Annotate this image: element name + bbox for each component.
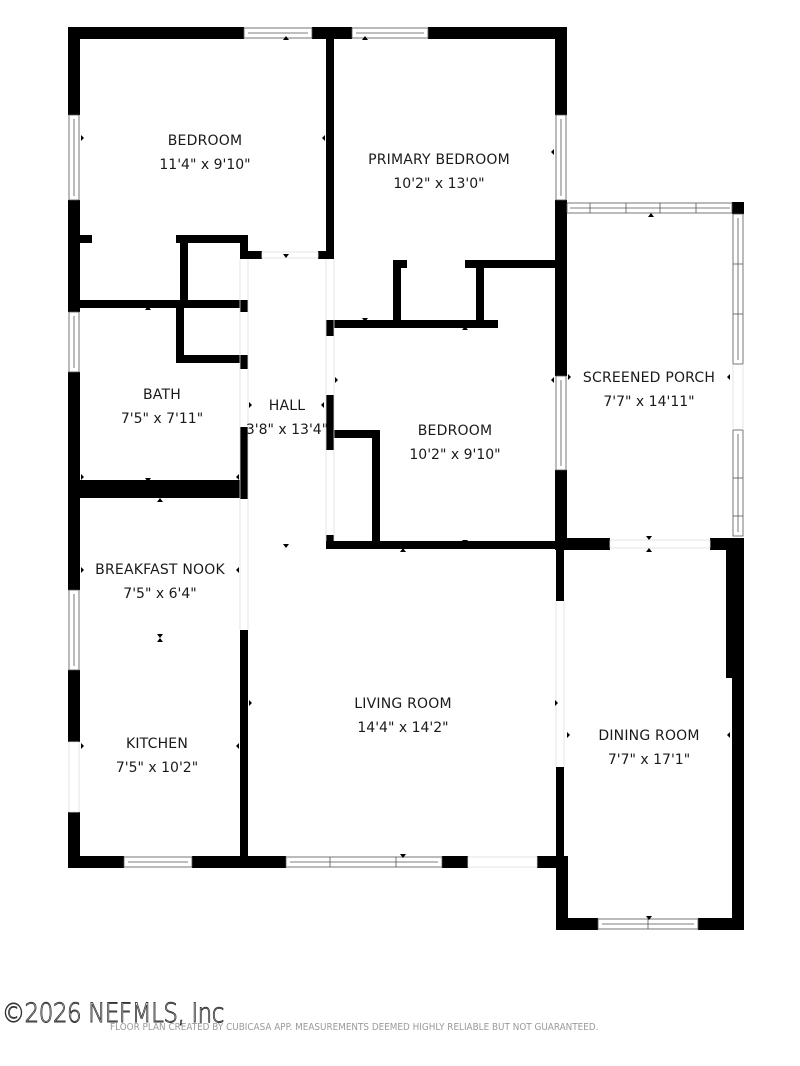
room-dimensions: 3'8" x 13'4": [245, 422, 329, 438]
room-label-dining-room: DINING ROOM 7'7" x 17'1": [598, 724, 699, 772]
room-name: KITCHEN: [125, 736, 189, 752]
room-dimensions: 10'2" x 9'10": [409, 447, 501, 463]
room-dimensions: 7'5" x 10'2": [115, 760, 199, 776]
room-name: BATH: [143, 387, 181, 403]
room-label-primary-bedroom: PRIMARY BEDROOM 10'2" x 13'0": [368, 148, 510, 196]
room-dimensions: 11'4" x 9'10": [159, 157, 251, 173]
room-label-living-room: LIVING ROOM 14'4" x 14'2": [354, 692, 451, 740]
room-dimensions: 10'2" x 13'0": [393, 176, 485, 192]
windows: [68, 27, 744, 930]
room-dimensions: 14'4" x 14'2": [357, 720, 449, 736]
room-dimensions: 7'7" x 14'11": [603, 394, 695, 410]
room-name: BEDROOM: [417, 423, 493, 439]
room-label-bedroom-2: BEDROOM 10'2" x 9'10": [409, 419, 500, 467]
room-name: BREAKFAST NOOK: [95, 562, 225, 578]
walls: [68, 27, 744, 930]
room-label-bath: BATH 7'5" x 7'11": [121, 383, 203, 431]
room-dimensions: 7'5" x 7'11": [120, 411, 204, 427]
room-label-kitchen: KITCHEN 7'5" x 10'2": [116, 732, 198, 780]
room-dimensions: 7'5" x 6'4": [123, 586, 197, 602]
room-name: HALL: [268, 398, 306, 414]
room-label-hall: HALL 3'8" x 13'4": [246, 394, 328, 442]
room-name: LIVING ROOM: [354, 696, 452, 712]
measurement-markers: [81, 36, 730, 920]
floor-plan-disclaimer: FLOOR PLAN CREATED BY CUBICASA APP. MEAS…: [110, 1022, 599, 1033]
room-label-bedroom-1: BEDROOM 11'4" x 9'10": [159, 129, 250, 177]
door-openings: [68, 251, 744, 868]
room-name: DINING ROOM: [598, 728, 700, 744]
room-name: PRIMARY BEDROOM: [368, 152, 510, 168]
room-label-breakfast-nook: BREAKFAST NOOK 7'5" x 6'4": [95, 558, 225, 606]
copyright-watermark: ©2026 NEFMLS, Inc: [2, 998, 225, 1030]
room-name: SCREENED PORCH: [582, 370, 716, 386]
room-label-screened-porch: SCREENED PORCH 7'7" x 14'11": [583, 366, 715, 414]
room-dimensions: 7'7" x 17'1": [607, 752, 691, 768]
room-name: BEDROOM: [167, 133, 243, 149]
